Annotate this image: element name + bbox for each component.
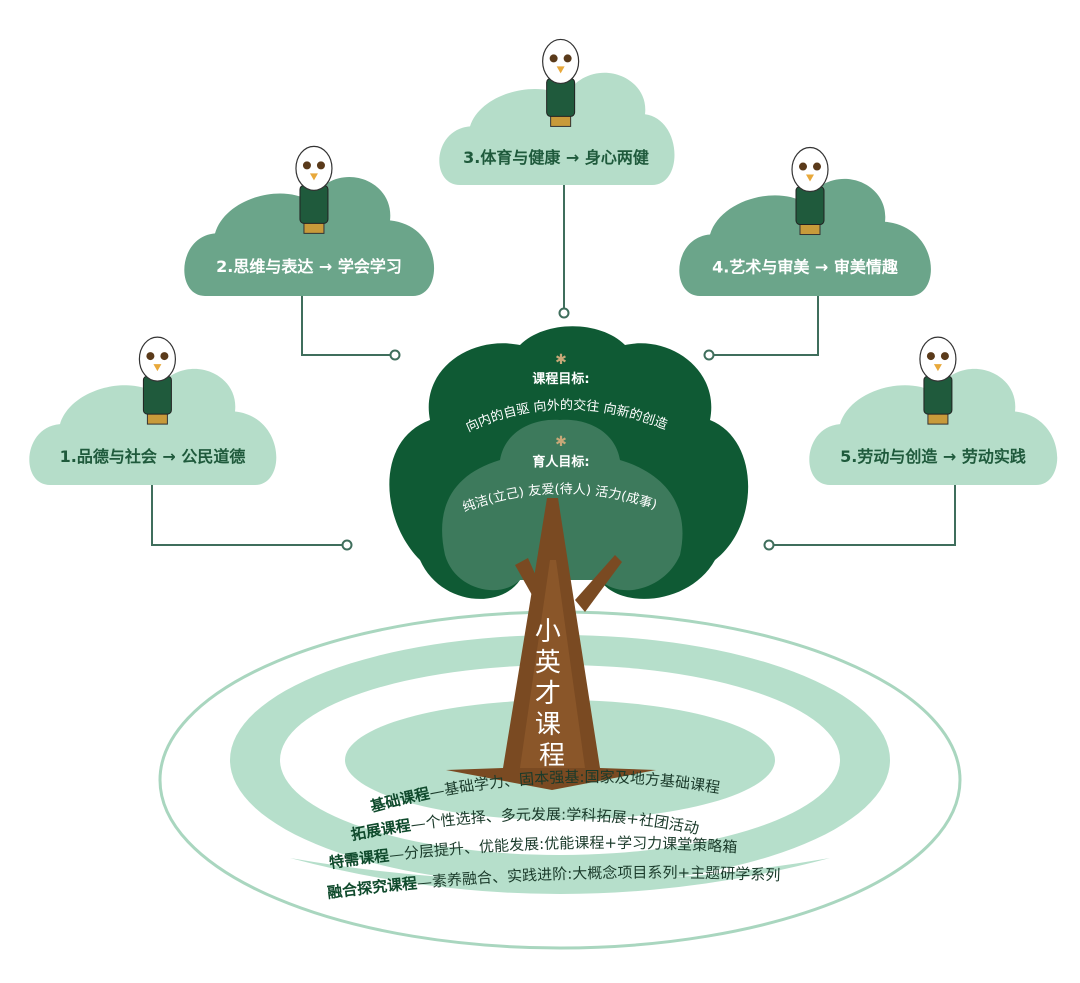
ring-band-lower (290, 858, 830, 894)
connector-4 (714, 296, 819, 356)
domain-cloud-2: 2.思维与表达 → 学会学习 (184, 145, 435, 296)
domain-cloud-3: 3.体育与健康 → 身心两健 (439, 38, 675, 185)
domain-label-3: 3.体育与健康 → 身心两健 (463, 148, 649, 167)
connectors (151, 185, 956, 551)
course-goals-star-icon: ✱ (555, 352, 567, 368)
connector-4-node (703, 349, 715, 361)
mascot-eagle-icon (791, 146, 829, 236)
connector-5-node (763, 539, 775, 551)
cloud-shape (29, 368, 277, 485)
course-goal-2: 向外的交往 (533, 397, 600, 415)
connector-5 (774, 485, 956, 546)
cloud-shape (184, 177, 435, 296)
mascot-eagle-icon (542, 38, 580, 127)
tree-trunk: 小 英 才 课 程 (446, 498, 656, 790)
trunk-title: 小 英 才 课 程 (535, 617, 569, 771)
mascot-eagle-icon (295, 145, 333, 234)
course-goals-title: 课程目标: (532, 371, 589, 387)
trunk-highlight (520, 560, 585, 768)
cloud-shape (439, 72, 675, 185)
domain-cloud-4: 4.艺术与审美 → 审美情趣 (679, 146, 931, 296)
domain-cloud-5: 5.劳动与创造 → 劳动实践 (809, 336, 1058, 485)
connector-1-node (341, 539, 353, 551)
cloud-shape (679, 178, 931, 296)
domain-label-2: 2.思维与表达 → 学会学习 (216, 257, 402, 276)
education-goal-2: 友爱(待人) (527, 482, 591, 499)
domain-clouds: 1.品德与社会 → 公民道德 2.思维与表达 → 学会学习 3.体育与健康 → 身心… (29, 38, 1058, 485)
canopy-inner (442, 419, 683, 591)
mascot-eagle-icon (919, 336, 957, 425)
connector-2-node (389, 349, 401, 361)
domain-label-4: 4.艺术与审美 → 审美情趣 (712, 258, 899, 277)
tree-canopy: ✱ 课程目标: 向内的自驱 向外的交往 向新的创造 ✱ 育人目标: 纯洁(立己)… (389, 326, 749, 599)
cloud-shape (809, 368, 1058, 485)
domain-cloud-1: 1.品德与社会 → 公民道德 (29, 336, 277, 485)
education-goals-star-icon: ✱ (555, 434, 567, 450)
domain-label-5: 5.劳动与创造 → 劳动实践 (840, 447, 1026, 466)
ring-label-integrated: 融合探究课程—素养融合、实践进阶:大概念项目系列+主题研学系列 (326, 864, 780, 902)
mascot-eagle-icon (138, 336, 176, 425)
trunk-right-branch (575, 555, 622, 612)
connector-1 (151, 485, 342, 546)
connector-2 (301, 296, 390, 356)
domain-label-1: 1.品德与社会 → 公民道德 (60, 447, 246, 466)
connector-3-node (558, 307, 570, 319)
education-goals-title: 育人目标: (532, 454, 589, 470)
